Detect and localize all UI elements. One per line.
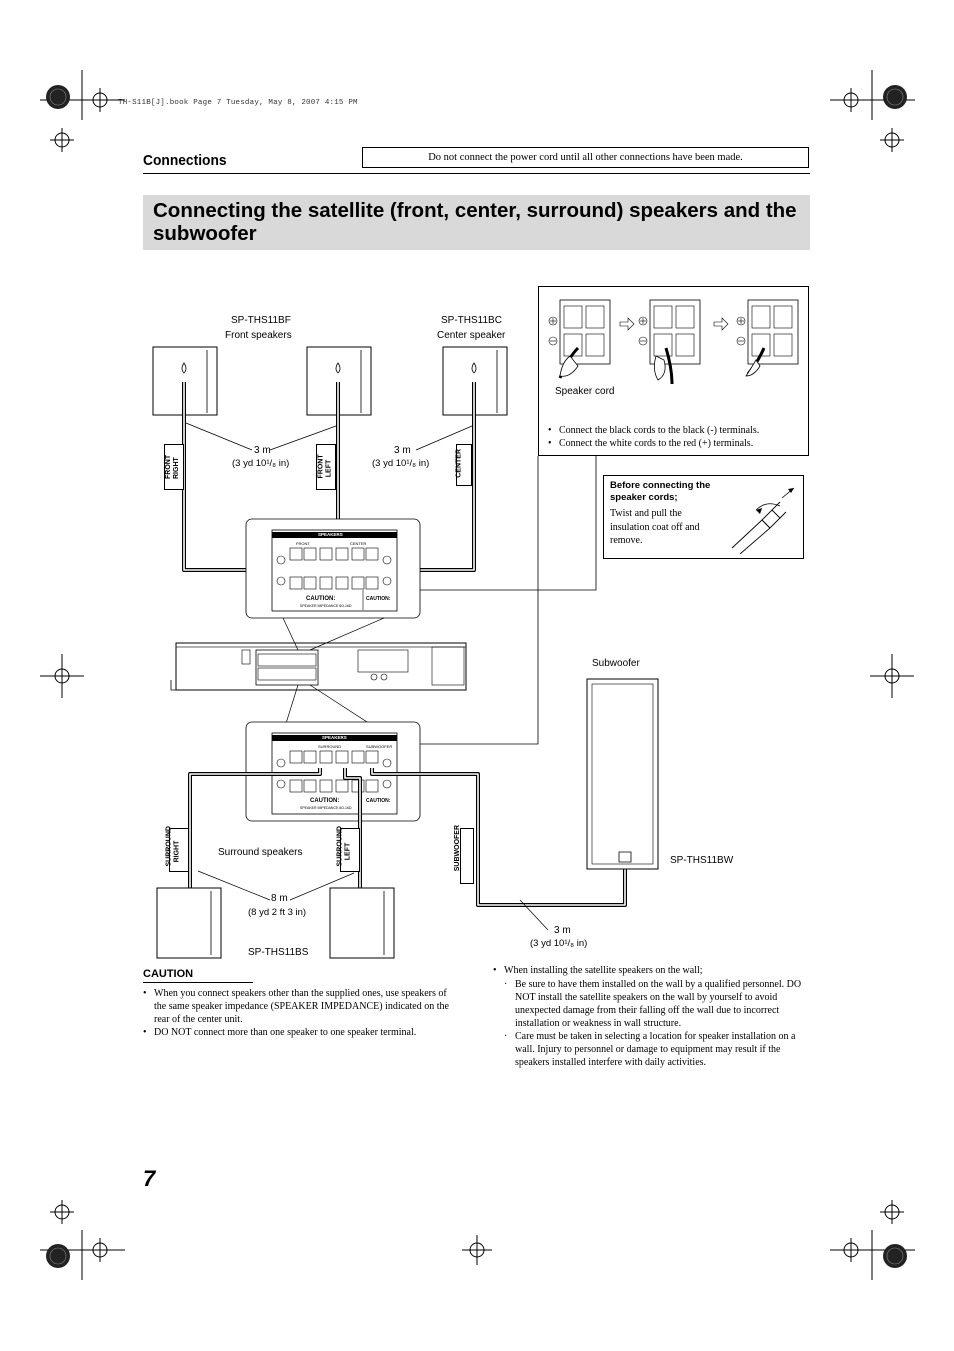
upper-panel-caution: CAUTION: bbox=[306, 596, 336, 602]
subwoofer-label: Subwoofer bbox=[592, 658, 640, 669]
tag-front-left: FRONT LEFT bbox=[316, 444, 336, 490]
tag-surround-right: SURROUND RIGHT bbox=[166, 826, 189, 872]
inset-instruction: Connect the black cords to the black (-)… bbox=[548, 424, 803, 437]
wall-mount-intro-text: When installing the satellite speakers o… bbox=[504, 965, 703, 976]
wall-mount-intro: When installing the satellite speakers o… bbox=[493, 964, 809, 1069]
inset-instructions: Connect the black cords to the black (-)… bbox=[548, 424, 803, 450]
page-number: 7 bbox=[143, 1166, 156, 1191]
center-cable-length: 3 m bbox=[394, 445, 411, 456]
tag-center: CENTER bbox=[455, 444, 472, 486]
tag-surround-left: SURROUND LEFT bbox=[337, 826, 360, 872]
caution-item: DO NOT connect more than one speaker to … bbox=[143, 1026, 461, 1039]
surround-cable-length-imperial: (8 yd 2 ft 3 in) bbox=[248, 907, 307, 918]
speaker-cord-label: Speaker cord bbox=[555, 386, 615, 397]
center-cable-length-imperial: (3 yd 10¹/₈ in) bbox=[372, 458, 430, 469]
center-speaker-label: Center speaker bbox=[437, 330, 506, 341]
upper-panel-caution-2: CAUTION: bbox=[366, 596, 391, 602]
surround-cable-length: 8 m bbox=[271, 893, 288, 904]
wall-mount-item: Care must be taken in selecting a locati… bbox=[504, 1030, 809, 1069]
upper-panel-impedance: SPEAKER IMPEDANCE 6Ω-16Ω bbox=[300, 604, 352, 608]
stripped-wire-illustration bbox=[731, 487, 795, 554]
front-cable-length-imperial: (3 yd 10¹/₈ in) bbox=[232, 458, 290, 469]
sub-cable-length: 3 m bbox=[554, 925, 571, 936]
center-model-label: SP-THS11BC bbox=[441, 315, 502, 326]
tag-front-right: FRONT RIGHT bbox=[164, 444, 184, 490]
terminal-steps-illustration bbox=[548, 299, 799, 385]
caution-rule bbox=[143, 982, 253, 983]
caution-title: CAUTION bbox=[143, 968, 194, 980]
front-speakers-label: Front speakers bbox=[225, 330, 292, 341]
lower-panel-caution: CAUTION: bbox=[310, 798, 340, 804]
upper-panel-speakers: SPEAKERS bbox=[318, 532, 343, 537]
lower-panel-speakers: SPEAKERS bbox=[322, 735, 347, 740]
before-connecting-box bbox=[603, 475, 804, 559]
wall-mount-item: Be sure to have them installed on the wa… bbox=[504, 978, 809, 1030]
upper-panel-front: FRONT bbox=[296, 541, 310, 546]
wall-mount-notes: When installing the satellite speakers o… bbox=[493, 964, 809, 1069]
inset-instruction: Connect the white cords to the red (+) t… bbox=[548, 437, 803, 450]
section-title: Connections bbox=[143, 152, 227, 169]
surround-model-label: SP-THS11BS bbox=[248, 947, 309, 958]
upper-panel-center: CENTER bbox=[350, 541, 367, 546]
lower-panel-subwoofer: SUBWOOFER bbox=[366, 744, 393, 749]
section-rule bbox=[143, 173, 810, 174]
heading-band bbox=[143, 195, 810, 250]
before-connecting-title: Before connecting the speaker cords; bbox=[610, 480, 711, 503]
notice-box: Do not connect the power cord until all … bbox=[362, 147, 809, 168]
lower-panel-surround: SURROUND bbox=[318, 744, 342, 749]
subwoofer-model-label: SP-THS11BW bbox=[670, 855, 734, 866]
lower-panel-impedance: SPEAKER IMPEDANCE 6Ω-16Ω bbox=[300, 806, 352, 810]
front-model-label: SP-THS11BF bbox=[231, 315, 291, 326]
before-connecting-text: Twist and pull the insulation coat off a… bbox=[610, 508, 700, 546]
front-cable-length: 3 m bbox=[254, 445, 271, 456]
main-heading: Connecting the satellite (front, center,… bbox=[153, 199, 797, 245]
surround-speakers-label: Surround speakers bbox=[218, 847, 303, 858]
wall-mount-sublist: Be sure to have them installed on the wa… bbox=[504, 978, 809, 1069]
tag-subwoofer: SUBWOOFER bbox=[454, 825, 474, 884]
sub-cable-length-imperial: (3 yd 10¹/₈ in) bbox=[530, 938, 588, 949]
caution-list: When you connect speakers other than the… bbox=[143, 987, 461, 1039]
file-header: TH-S11B[J].book Page 7 Tuesday, May 8, 2… bbox=[118, 99, 358, 107]
caution-item: When you connect speakers other than the… bbox=[143, 987, 461, 1026]
lower-panel-caution-2: CAUTION: bbox=[366, 798, 391, 804]
